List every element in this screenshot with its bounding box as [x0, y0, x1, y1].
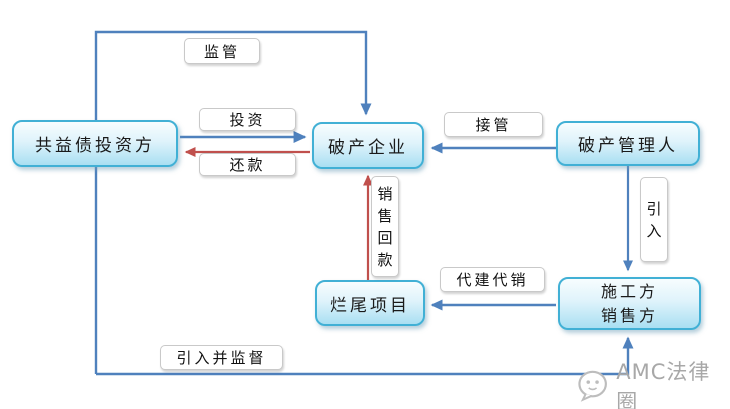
- node-label-line2: 销售方: [600, 305, 658, 325]
- node-bankrupt-enterprise: 破产企业: [312, 122, 424, 169]
- node-label: 共益债投资方: [35, 136, 155, 156]
- edge-label-invest: 投资: [199, 108, 296, 131]
- watermark: AMC法律圈: [576, 356, 730, 409]
- edge-label-text: 投资: [229, 111, 266, 129]
- introduce-supervise-line: [96, 336, 634, 376]
- edge-label-agent-build-sell: 代建代销: [440, 267, 545, 292]
- edge-label-text: 接管: [475, 116, 512, 134]
- edge-label-takeover: 接管: [444, 112, 543, 137]
- edge-label-introduce: 引入: [640, 177, 668, 262]
- edge-label-text: 代建代销: [456, 271, 529, 289]
- node-unfinished-project: 烂尾项目: [315, 280, 425, 326]
- node-bankruptcy-administrator: 破产管理人: [556, 121, 700, 166]
- edge-label-sales-proceeds: 销售回款: [371, 176, 399, 277]
- node-label: 破产管理人: [578, 136, 678, 156]
- node-contractor-seller: 施工方 销售方: [558, 277, 701, 330]
- edge-label-text: 监管: [203, 42, 240, 61]
- amc-speech-bubble-logo: [578, 370, 607, 402]
- edge-label-repay: 还款: [199, 153, 296, 176]
- edge-label-text: 还款: [229, 156, 266, 174]
- edge-label-text: 引入: [644, 200, 663, 245]
- node-label: 烂尾项目: [330, 295, 410, 316]
- watermark-text: AMC法律圈: [616, 360, 711, 409]
- node-label-line1: 施工方: [600, 282, 658, 302]
- edge-label-text: 销售回款: [375, 185, 394, 274]
- node-common-benefit-debt-investor: 共益债投资方: [12, 120, 178, 167]
- supervise-line: [94, 30, 372, 374]
- node-label: 破产企业: [328, 138, 408, 158]
- edge-label-supervise: 监管: [184, 38, 260, 64]
- edge-label-text: 引入并监督: [176, 349, 267, 367]
- edge-label-introduce-and-supervise: 引入并监督: [160, 345, 283, 370]
